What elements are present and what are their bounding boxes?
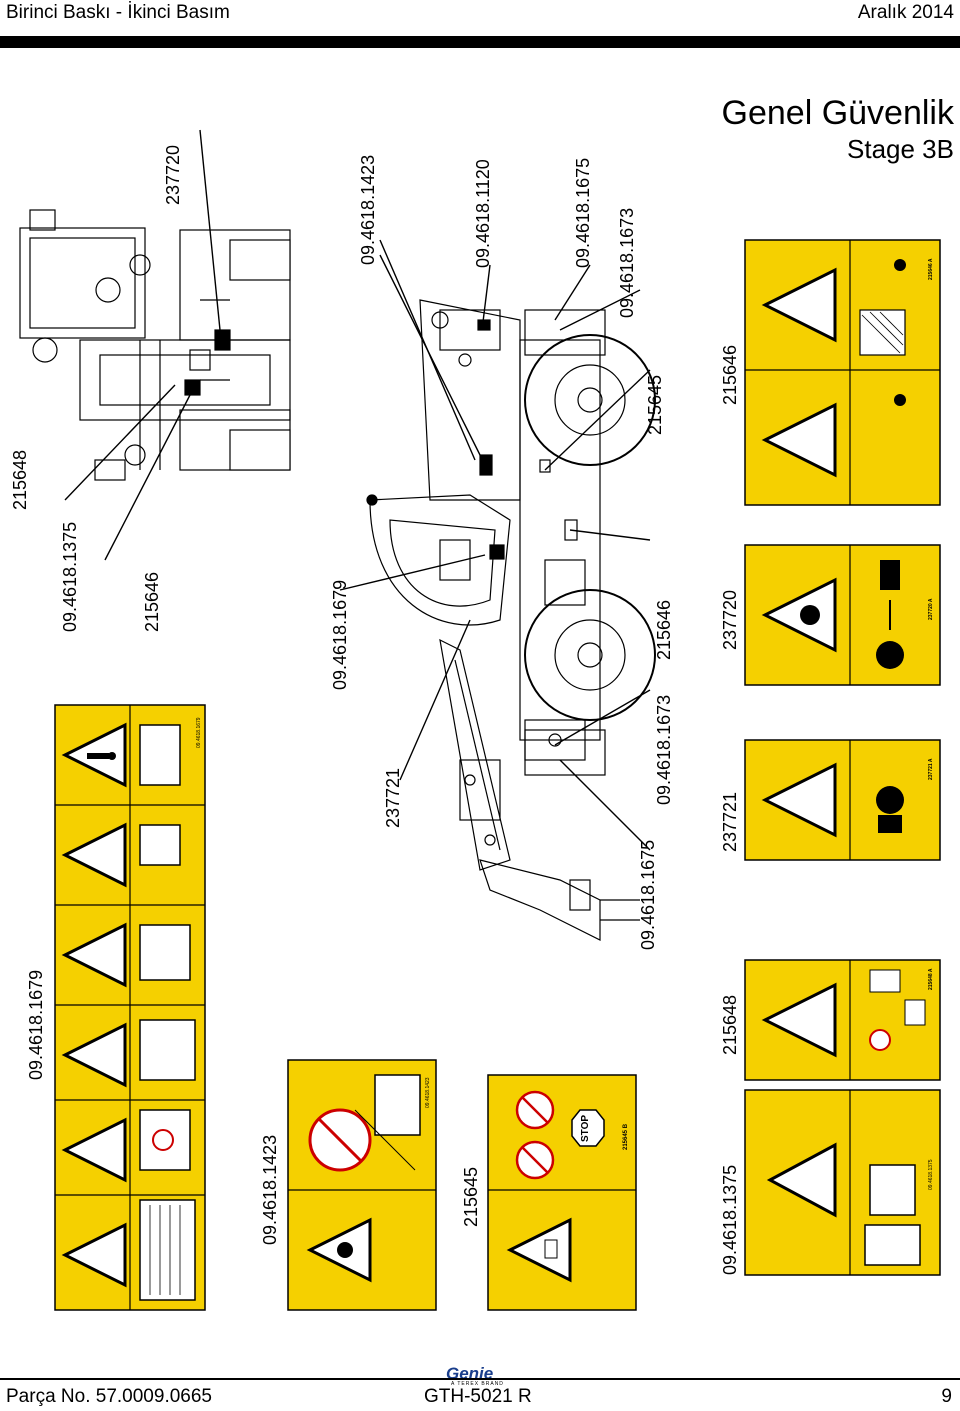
callout-1375-top: 09.4618.1375 <box>60 521 80 632</box>
decal-09.4618.1679 <box>54 704 206 1311</box>
header-rule <box>0 36 960 48</box>
footer-page-number: 9 <box>941 1386 952 1407</box>
decal-label-1375: 09.4618.1375 <box>720 1164 740 1275</box>
decal-237721 <box>744 739 941 861</box>
leader-lines <box>64 129 651 851</box>
section-subtitle: Stage 3B <box>847 134 954 164</box>
callout-1673-mid: 09.4618.1673 <box>654 694 674 805</box>
decal-09.4618.1375 <box>744 1089 941 1276</box>
decal-label-237720: 237720 <box>720 589 740 650</box>
decal-label-1679: 09.4618.1679 <box>26 969 46 1080</box>
decal-label-237721: 237721 <box>720 791 740 852</box>
callout-215646-mid: 215646 <box>654 599 674 660</box>
decal-label-1423: 09.4618.1423 <box>260 1134 280 1245</box>
callout-1673-right: 09.4618.1673 <box>617 207 637 318</box>
decal-09.4618.1423 <box>287 1059 437 1311</box>
callout-1675-right: 09.4618.1675 <box>573 157 593 268</box>
header-date: Aralık 2014 <box>857 2 954 23</box>
decal-label-215645: 215645 <box>461 1166 481 1227</box>
callout-215645-mid: 215645 <box>645 374 665 435</box>
callout-1679-mid: 09.4618.1679 <box>330 579 350 690</box>
footer-part-number: Parça No. 57.0009.0665 <box>6 1386 212 1407</box>
decal-stop-sign-text: STOP <box>580 1114 591 1142</box>
callout-237720-top: 237720 <box>163 144 183 205</box>
footer-model: GTH-5021 R <box>424 1386 532 1407</box>
section-title: Genel Güvenlik <box>721 94 954 132</box>
decal-215645 <box>487 1074 637 1311</box>
machine-side-view <box>366 299 656 941</box>
genie-logo-tagline: A TEREX BRAND <box>451 1381 504 1387</box>
callout-1423-right: 09.4618.1423 <box>358 154 378 265</box>
decal-215648 <box>744 959 941 1081</box>
decal-237720 <box>744 544 941 686</box>
decal-code-1679: 09.4618.1679 <box>196 717 202 748</box>
decal-code-237720: 237720 A <box>928 598 934 621</box>
callout-1675-mid: 09.4618.1675 <box>638 839 658 950</box>
decal-code-237721: 237721 A <box>928 758 934 781</box>
header-edition: Birinci Baskı - İkinci Basım <box>6 2 230 23</box>
decal-215646 <box>744 239 941 506</box>
decal-code-1375: 09.4618.1375 <box>928 1159 934 1190</box>
decal-label-215646: 215646 <box>720 344 740 405</box>
callout-215646-top: 215646 <box>142 571 162 632</box>
machine-top-view <box>19 209 291 481</box>
callout-237721-mid: 237721 <box>383 767 403 828</box>
callout-215648-top: 215648 <box>10 449 30 510</box>
footer-rule <box>0 1378 960 1380</box>
decal-code-215648: 215648 A <box>928 968 934 991</box>
callout-1120: 09.4618.1120 <box>473 159 493 268</box>
decal-code-215645: 215645 B <box>623 1123 629 1150</box>
decal-code-1423: 09.4618.1423 <box>425 1077 431 1108</box>
decal-label-215648: 215648 <box>720 994 740 1055</box>
decal-code-215646: 215646 A <box>928 258 934 281</box>
